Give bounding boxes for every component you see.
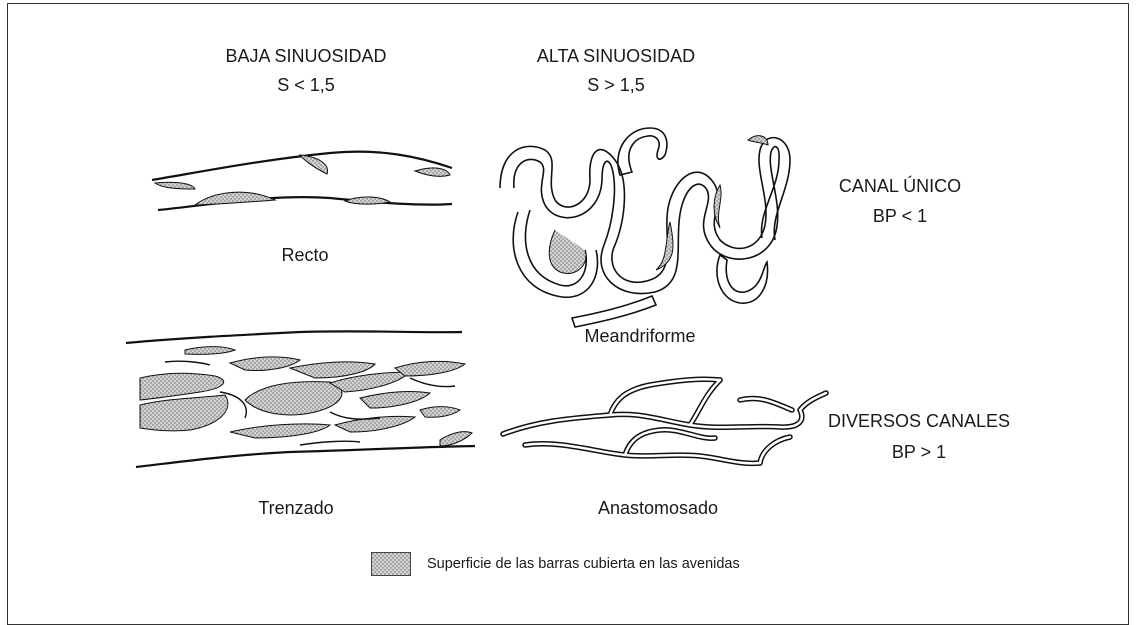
low-sinuosity-formula: S < 1,5 <box>277 74 335 96</box>
single-channel-title: CANAL ÚNICO <box>839 175 961 197</box>
meandering-label: Meandriforme <box>584 325 695 347</box>
straight-label: Recto <box>281 244 328 266</box>
high-sinuosity-title: ALTA SINUOSIDAD <box>537 45 695 67</box>
straight-channel-sketch <box>152 152 452 210</box>
single-channel-formula: BP < 1 <box>873 205 927 227</box>
anastomosed-label: Anastomosado <box>598 497 718 519</box>
meandering-channel-sketch <box>500 128 790 327</box>
braided-label: Trenzado <box>258 497 333 519</box>
multi-channel-formula: BP > 1 <box>892 441 946 463</box>
low-sinuosity-title: BAJA SINUOSIDAD <box>225 45 386 67</box>
legend-swatch <box>371 552 411 576</box>
river-pattern-diagram <box>0 0 1136 604</box>
multi-channel-title: DIVERSOS CANALES <box>828 410 1010 432</box>
high-sinuosity-formula: S > 1,5 <box>587 74 645 96</box>
braided-channel-sketch <box>126 331 475 467</box>
legend-text: Superficie de las barras cubierta en las… <box>427 556 740 572</box>
anastomosed-channel-sketch <box>503 379 826 463</box>
